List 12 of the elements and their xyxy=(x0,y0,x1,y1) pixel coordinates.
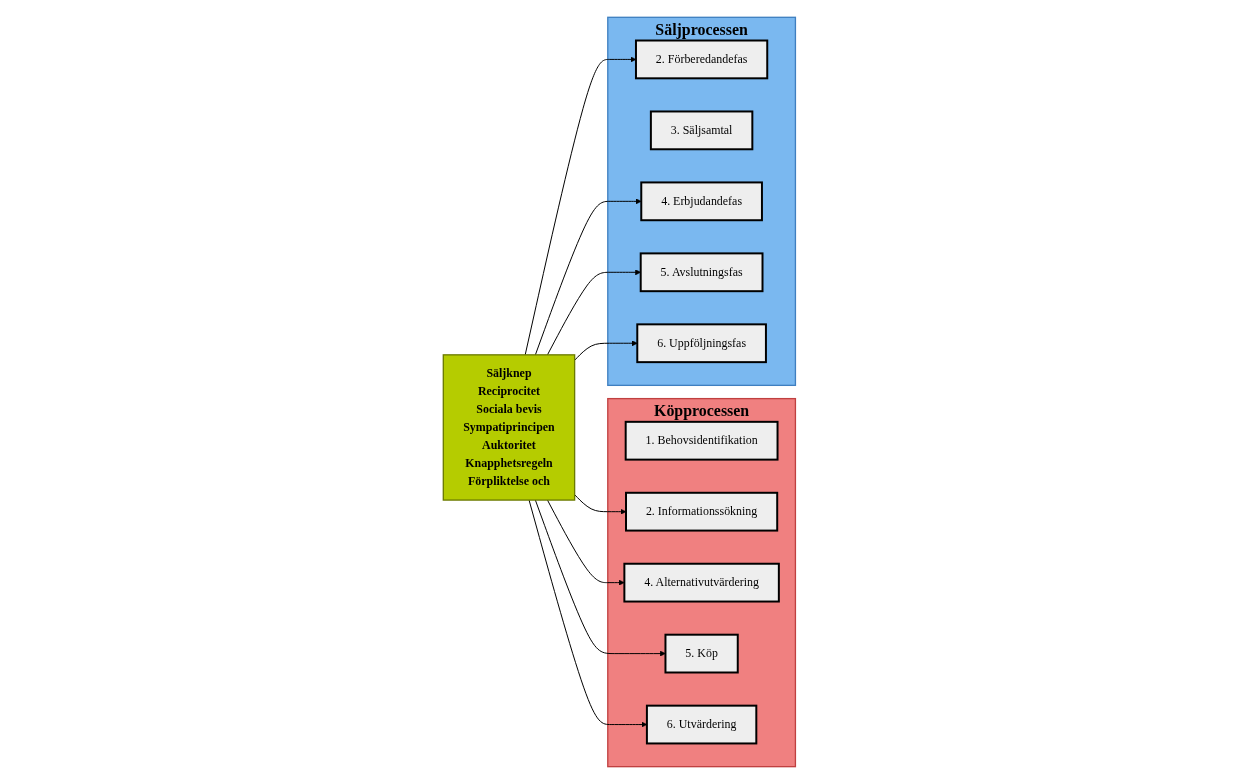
node-box: 4. Alternativutvärdering xyxy=(623,562,780,603)
node-box: 3. Säljsamtal xyxy=(650,110,754,151)
node-box: 1. Behovsidentifikation xyxy=(624,420,779,461)
arrow xyxy=(547,499,625,586)
node-box: Säljknep Reciprocitet Sociala bevis Sympatiprincipen Auktoritet Knapphetsregeln Förpliktelse och xyxy=(442,354,576,501)
node-box: 5. Köp xyxy=(664,633,739,674)
node-box: 4. Erbjudandefas xyxy=(640,181,764,222)
node-box: 5. Avslutningsfas xyxy=(639,252,764,293)
node-box: 2. Informationssökning xyxy=(625,491,779,532)
node-box: 6. Utvärdering xyxy=(646,704,758,745)
node-box: 6. Uppföljningsfas xyxy=(636,323,768,364)
node-box: 2. Förberedandefas xyxy=(635,39,769,80)
